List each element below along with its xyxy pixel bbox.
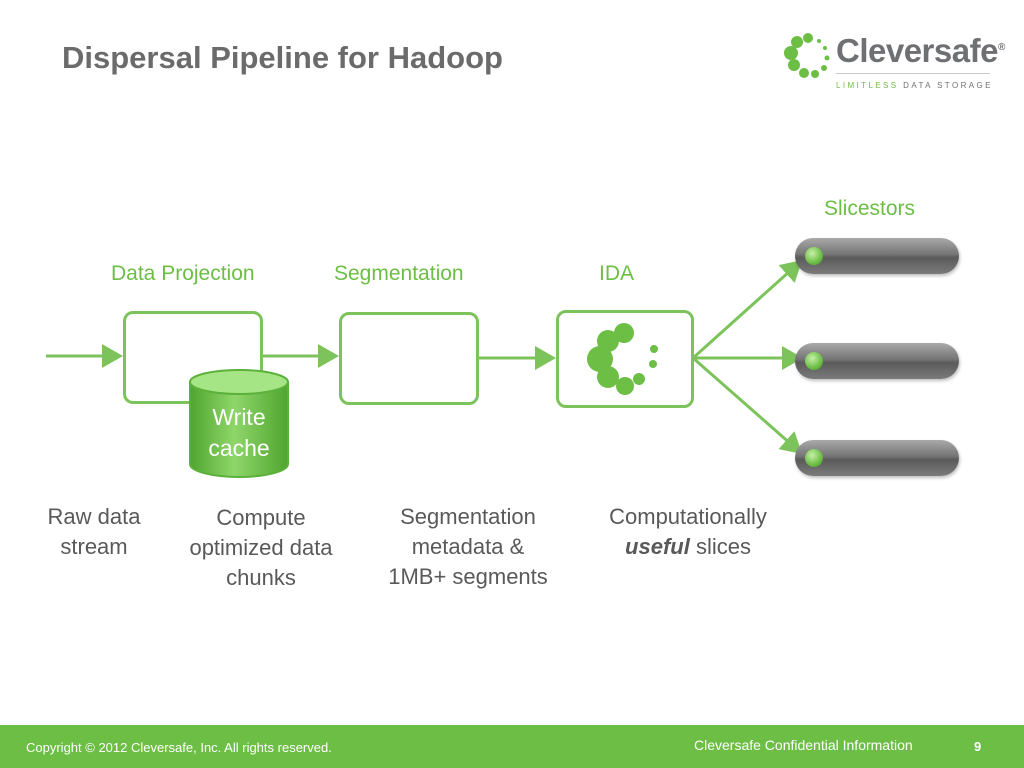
slicestor-1 xyxy=(795,238,959,274)
stage-label-data-projection: Data Projection xyxy=(111,262,255,285)
logo-wordmark: Cleversafe® xyxy=(836,32,1005,69)
slicestor-3 xyxy=(795,440,959,476)
desc-segmentation-metadata: Segmentation metadata & 1MB+ segments xyxy=(388,504,548,589)
cleversafe-logo: Cleversafe® LIMITLESS DATA STORAGE xyxy=(784,30,1005,92)
stage-label-ida: IDA xyxy=(599,262,635,285)
slide-title: Dispersal Pipeline for Hadoop xyxy=(62,40,503,75)
ida-box xyxy=(556,310,694,408)
page-number: 9 xyxy=(974,739,982,754)
ida-dot-ring-icon xyxy=(587,323,658,395)
slicestor-status-led xyxy=(805,247,823,265)
logo-tagline: LIMITLESS DATA STORAGE xyxy=(836,81,993,90)
arrow-ida-to-slicestor-3 xyxy=(692,356,803,454)
desc-useful-slices: Computationally useful slices xyxy=(609,504,767,559)
footer-bar: Copyright © 2012 Cleversafe, Inc. All ri… xyxy=(0,725,1024,768)
arrow-ida-to-slicestor-1 xyxy=(691,259,803,360)
slicestor-2 xyxy=(795,343,959,379)
stage-label-slicestors: Slicestors xyxy=(824,197,916,220)
slicestor-status-led xyxy=(805,352,823,370)
desc-raw-data-stream: Raw data stream xyxy=(47,504,141,559)
footer-confidential: Cleversafe Confidential Information xyxy=(694,737,913,753)
footer-copyright: Copyright © 2012 Cleversafe, Inc. All ri… xyxy=(26,740,332,755)
write-cache-label: Write cache xyxy=(208,404,270,461)
desc-compute-optimized: Compute optimized data chunks xyxy=(189,505,333,590)
segmentation-box xyxy=(339,312,479,405)
stage-label-segmentation: Segmentation xyxy=(334,262,464,285)
write-cache-cylinder xyxy=(189,369,289,478)
cleversafe-dot-ring-icon xyxy=(784,33,830,78)
slicestor-status-led xyxy=(805,449,823,467)
logo-divider xyxy=(836,73,990,74)
